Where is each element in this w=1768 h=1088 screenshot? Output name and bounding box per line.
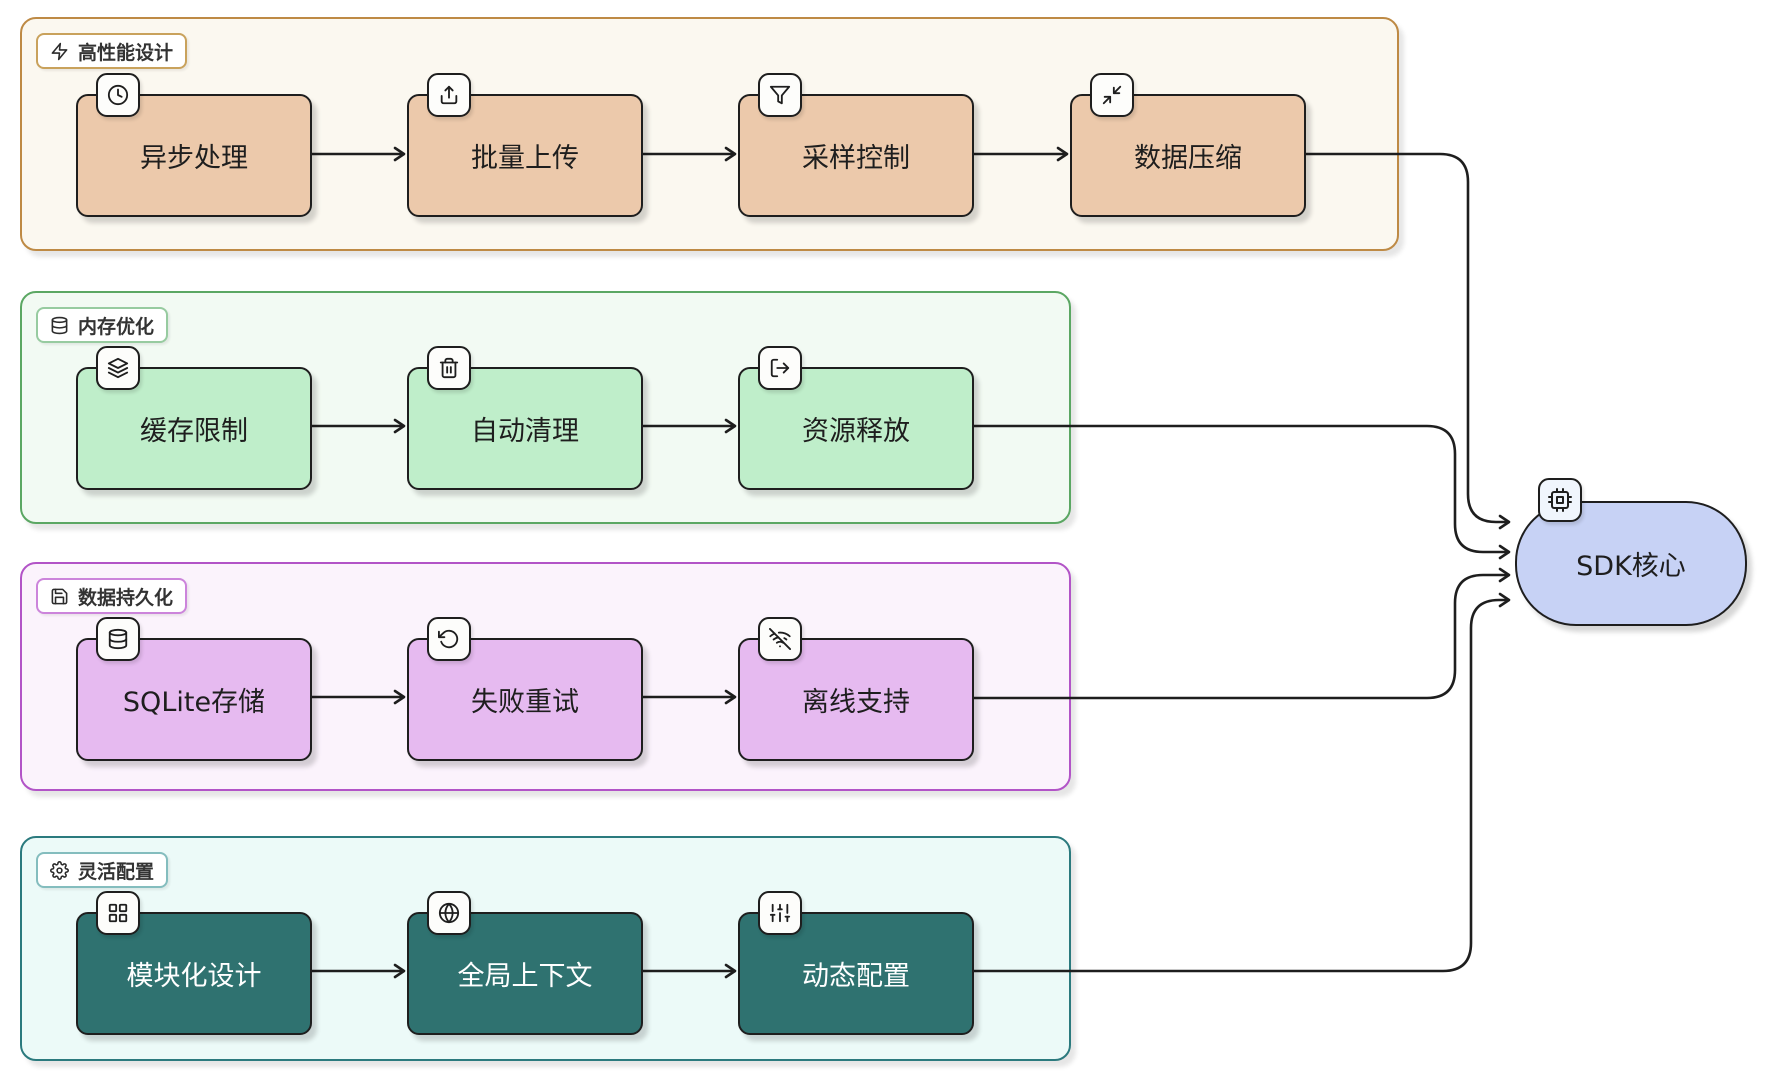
rotate-ccw-icon <box>427 617 471 661</box>
database-icon <box>96 617 140 661</box>
grid-icon <box>96 891 140 935</box>
node-resource-release: 资源释放 <box>738 346 974 490</box>
node-label: 数据压缩 <box>1134 143 1242 174</box>
group-label-flexible-config: 灵活配置 <box>36 852 169 888</box>
node-sampling-control: 采样控制 <box>738 73 974 217</box>
node-sdk-core: SDK核心 <box>1515 478 1747 626</box>
gear-icon <box>50 860 69 880</box>
node-label: 批量上传 <box>471 143 579 174</box>
node-modular-design: 模块化设计 <box>76 891 312 1035</box>
sliders-icon <box>758 891 802 935</box>
node-global-context: 全局上下文 <box>407 891 643 1035</box>
group-label-high-performance: 高性能设计 <box>36 33 188 69</box>
node-label: SDK核心 <box>1576 551 1686 582</box>
group-label-text: 高性能设计 <box>78 41 174 64</box>
node-label: 全局上下文 <box>457 961 593 992</box>
log-out-icon <box>758 346 802 390</box>
group-label-text: 灵活配置 <box>78 860 155 883</box>
upload-icon <box>427 73 471 117</box>
node-label: 缓存限制 <box>140 416 248 447</box>
group-label-text: 数据持久化 <box>78 586 174 609</box>
node-data-compression: 数据压缩 <box>1070 73 1306 217</box>
node-label: 离线支持 <box>802 687 910 718</box>
funnel-icon <box>758 73 802 117</box>
node-label: 采样控制 <box>802 143 910 174</box>
node-retry-on-failure: 失败重试 <box>407 617 643 761</box>
trash-icon <box>427 346 471 390</box>
node-label: 失败重试 <box>471 687 579 718</box>
node-batch-upload: 批量上传 <box>407 73 643 217</box>
compress-icon <box>1090 73 1134 117</box>
node-label: 动态配置 <box>802 961 910 992</box>
node-label: 资源释放 <box>802 416 910 447</box>
node-async-processing: 异步处理 <box>76 73 312 217</box>
node-dynamic-config: 动态配置 <box>738 891 974 1035</box>
clock-icon <box>96 73 140 117</box>
save-icon <box>51 588 68 604</box>
node-label: 模块化设计 <box>126 961 262 992</box>
layers-icon <box>96 346 140 390</box>
zap-icon <box>51 42 68 60</box>
node-label: 异步处理 <box>140 143 248 174</box>
node-label: SQLite存储 <box>122 687 266 718</box>
node-auto-cleanup: 自动清理 <box>407 346 643 490</box>
database-icon <box>51 316 68 334</box>
group-label-data-persistence: 数据持久化 <box>36 578 188 614</box>
group-label-text: 内存优化 <box>78 315 155 338</box>
globe-icon <box>427 891 471 935</box>
node-offline-support: 离线支持 <box>738 617 974 761</box>
cpu-icon <box>1538 478 1582 522</box>
node-label: 自动清理 <box>471 416 579 447</box>
group-label-memory-optimization: 内存优化 <box>36 307 169 343</box>
node-sqlite-storage: SQLite存储 <box>76 617 312 761</box>
node-cache-limit: 缓存限制 <box>76 346 312 490</box>
wifi-off-icon <box>758 617 802 661</box>
